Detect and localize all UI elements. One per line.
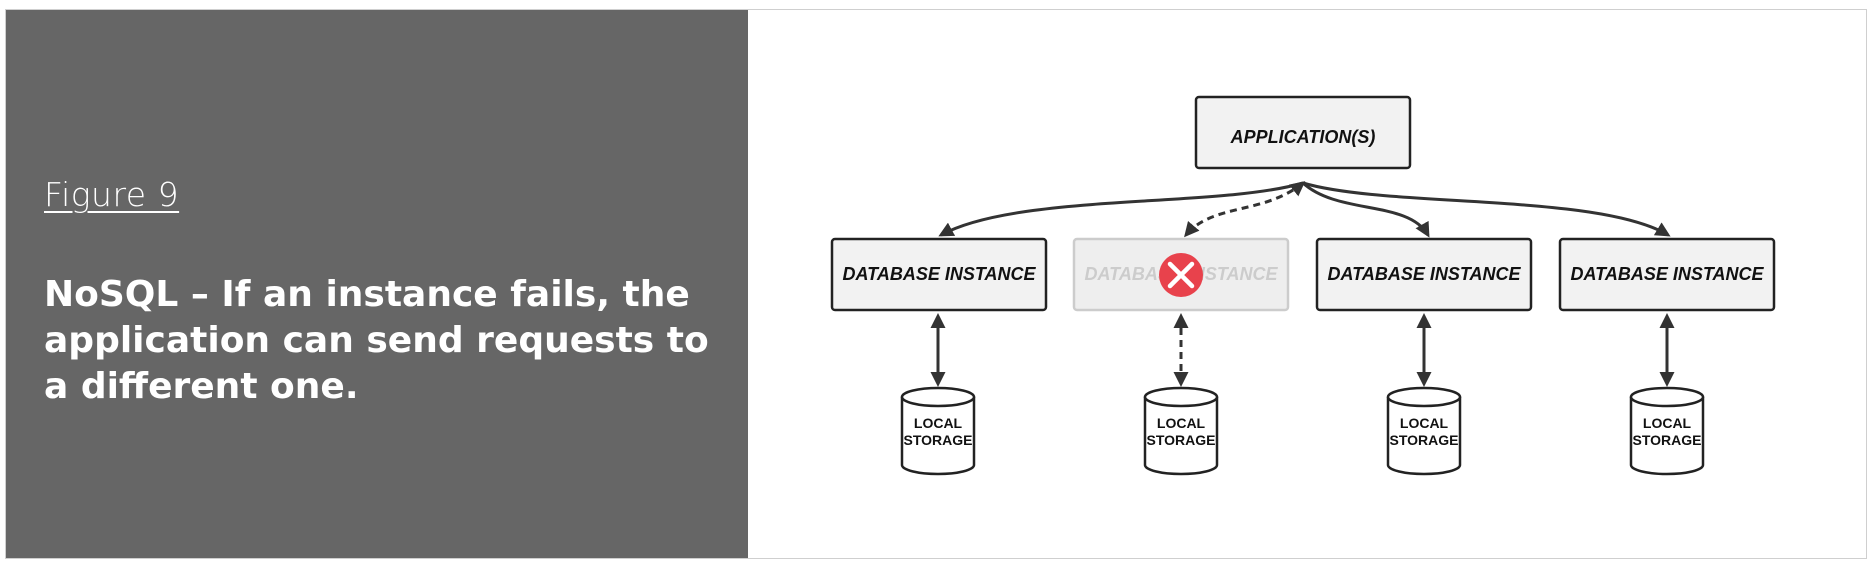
instance-label: DATABASE INSTANCE: [843, 264, 1037, 284]
application-node: APPLICATION(S): [1194, 95, 1412, 170]
app-to-instance-connectors: [938, 181, 1671, 238]
instance-label: DATABASE INSTANCE: [1328, 264, 1522, 284]
storage-label-line2: STORAGE: [1633, 432, 1702, 448]
instance-box: [1558, 237, 1776, 312]
storage-label-line1: LOCAL: [1400, 415, 1449, 431]
instance-box: [1315, 237, 1533, 312]
storage-label-line1: LOCAL: [914, 415, 963, 431]
storage-cylinder-icon: [1629, 397, 1705, 476]
application-box: [1194, 95, 1412, 170]
storage-cylinder-icon: [900, 397, 976, 476]
instance-box: [830, 237, 1048, 312]
failure-x-icon: [1159, 253, 1203, 297]
storage-label-line2: STORAGE: [904, 432, 973, 448]
database-instance-3: DATABASE INSTANCE: [1315, 237, 1533, 312]
instance-label: DATABASE INSTANCE: [1571, 264, 1765, 284]
figure-label: Figure 9: [44, 175, 180, 214]
connector-instance-2-failed: [1184, 181, 1306, 238]
local-storage-3: LOCAL STORAGE: [1386, 386, 1462, 476]
storage-label-line2: STORAGE: [1390, 432, 1459, 448]
instance-to-storage-connectors: [930, 313, 1675, 387]
application-label: APPLICATION(S): [1230, 127, 1376, 147]
local-storage-1: LOCAL STORAGE: [900, 386, 976, 476]
storage-cylinder-icon: [1143, 397, 1219, 476]
local-storage-4: LOCAL STORAGE: [1629, 386, 1705, 476]
connector-instance-3: [1301, 181, 1430, 238]
storage-label-line1: LOCAL: [1157, 415, 1206, 431]
database-instance-2-failed: DATABASE INSTANCE: [1072, 237, 1290, 312]
database-instance-1: DATABASE INSTANCE: [830, 237, 1048, 312]
storage-label-line2: STORAGE: [1147, 432, 1216, 448]
nosql-diagram: APPLICATION(S) DATABASE INSTANCE DATABAS…: [830, 95, 1776, 476]
caption-panel: Figure 9 NoSQL – If an instance fails, t…: [6, 10, 748, 558]
local-storage-2: LOCAL STORAGE: [1143, 386, 1219, 476]
figure-caption: NoSQL – If an instance fails, the applic…: [44, 274, 709, 407]
storage-label-line1: LOCAL: [1643, 415, 1692, 431]
database-instance-4: DATABASE INSTANCE: [1558, 237, 1776, 312]
storage-cylinder-icon: [1386, 397, 1462, 476]
connector-instance-1: [938, 181, 1304, 237]
connector-instance-4: [1302, 181, 1671, 237]
